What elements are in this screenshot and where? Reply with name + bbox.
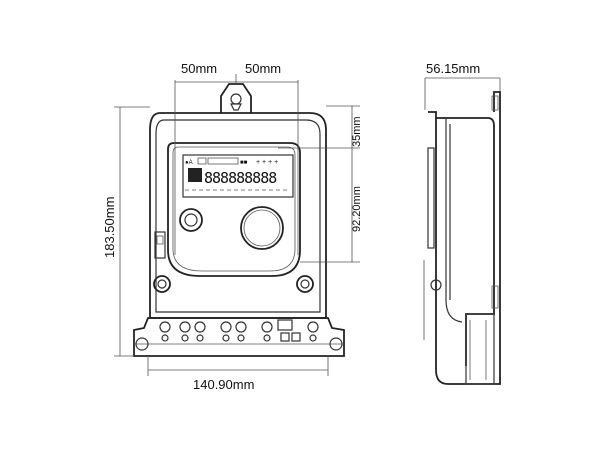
hanging-hole bbox=[230, 93, 242, 105]
display-window-inner bbox=[172, 146, 296, 272]
front-view: ●A ■■ + + + + 888888888 bbox=[133, 83, 345, 357]
button-left-outer bbox=[179, 208, 203, 232]
side-back-plate bbox=[428, 91, 501, 385]
side-hole bbox=[430, 279, 442, 291]
dim-mid-height: 92.20mm bbox=[351, 186, 363, 232]
dim-top-offset: 35mm bbox=[351, 116, 363, 147]
svg-text:●A: ●A bbox=[185, 160, 193, 166]
display-window bbox=[167, 142, 301, 277]
lcd-panel bbox=[182, 154, 294, 198]
dim-width-left: 50mm bbox=[181, 61, 217, 76]
side-curve-1 bbox=[445, 118, 463, 323]
side-switch-knob bbox=[156, 235, 164, 245]
svg-text:+ + + +: + + + + bbox=[256, 159, 278, 166]
dim-depth: 56.15mm bbox=[426, 61, 480, 76]
dim-base-width: 140.90mm bbox=[193, 377, 254, 392]
dimension-lines bbox=[114, 74, 501, 376]
terminal-screw-left bbox=[135, 337, 149, 351]
screw-bottom-right bbox=[296, 275, 314, 293]
side-rail bbox=[427, 147, 435, 249]
side-view bbox=[423, 91, 501, 385]
side-body bbox=[436, 117, 495, 366]
terminal-screws bbox=[159, 319, 319, 342]
side-terminal bbox=[465, 313, 495, 385]
svg-text:■■: ■■ bbox=[240, 160, 248, 166]
svg-text:888888888: 888888888 bbox=[204, 169, 277, 187]
hanging-slot bbox=[230, 103, 242, 111]
terminal-screw-right bbox=[329, 337, 343, 351]
terminal-block bbox=[133, 317, 345, 357]
dim-width-right: 50mm bbox=[245, 61, 281, 76]
lcd-digits: 888888888 bbox=[188, 168, 278, 187]
dim-height: 183.50mm bbox=[102, 197, 117, 258]
lcd-top-icons: ●A ■■ + + + + bbox=[185, 157, 278, 166]
screw-bottom-left bbox=[153, 275, 171, 293]
meter-body-inner bbox=[155, 119, 321, 313]
button-left-inner bbox=[184, 213, 198, 227]
button-right bbox=[240, 206, 284, 250]
button-right-inner bbox=[243, 209, 281, 247]
side-switch bbox=[154, 231, 166, 259]
hanging-tab bbox=[220, 83, 252, 113]
